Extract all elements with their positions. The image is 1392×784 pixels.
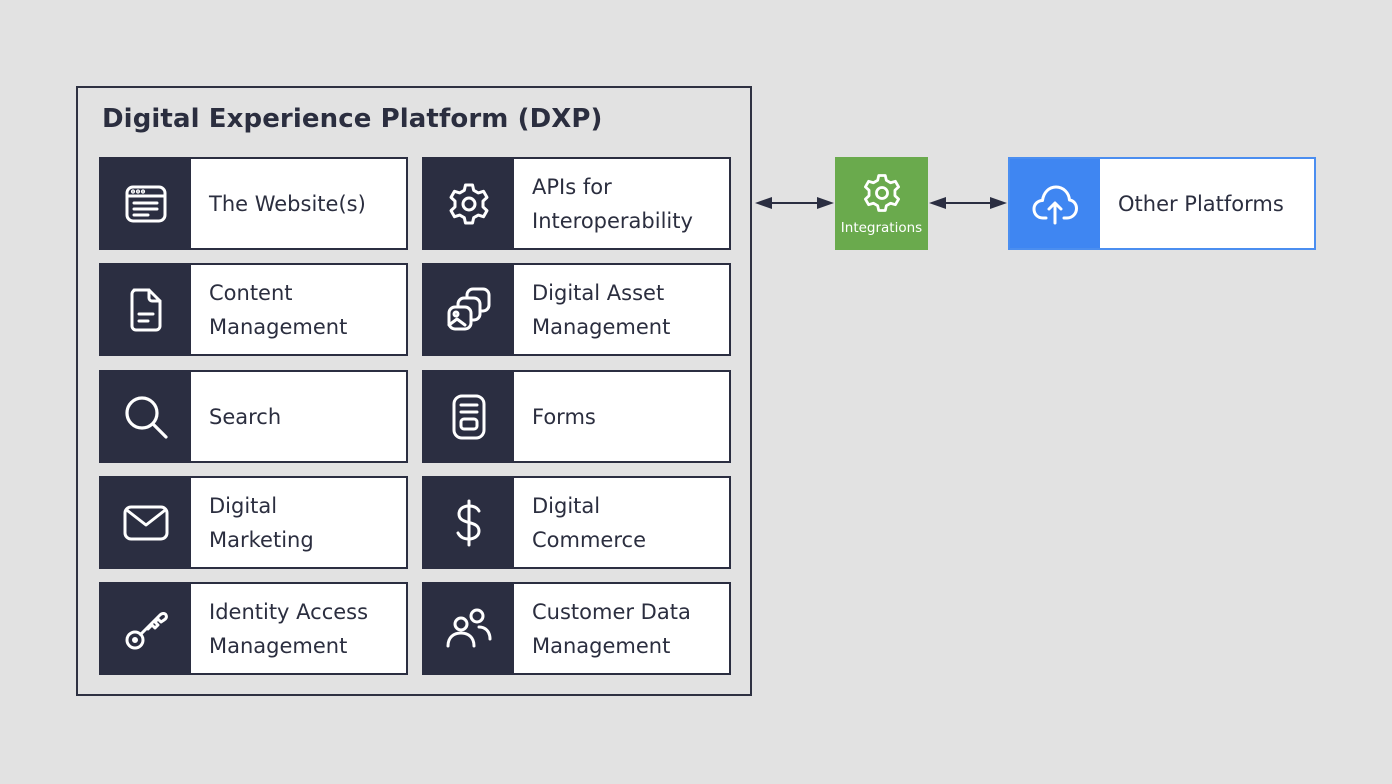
document-icon bbox=[101, 265, 191, 354]
envelope-icon bbox=[101, 478, 191, 567]
integrations-node: Integrations bbox=[835, 157, 928, 250]
module-card-search: Search bbox=[99, 370, 408, 463]
users-icon bbox=[424, 584, 514, 673]
image-stack-icon bbox=[424, 265, 514, 354]
module-card-forms: Forms bbox=[422, 370, 731, 463]
gear-icon bbox=[424, 159, 514, 248]
module-card-website: The Website(s) bbox=[99, 157, 408, 250]
module-label: Search bbox=[209, 404, 282, 429]
other-platforms-node: Other Platforms bbox=[1008, 157, 1316, 250]
other-platforms-label: Other Platforms bbox=[1118, 191, 1284, 216]
dxp-container: Digital Experience Platform (DXP) bbox=[76, 86, 752, 696]
module-label: Forms bbox=[532, 404, 596, 429]
cloud-upload-icon bbox=[1010, 159, 1100, 248]
form-icon bbox=[424, 372, 514, 461]
dxp-title: Digital Experience Platform (DXP) bbox=[102, 104, 603, 134]
gear-icon bbox=[863, 174, 900, 212]
integrations-label: Integrations bbox=[840, 220, 923, 236]
browser-window-icon bbox=[101, 159, 191, 248]
dollar-icon bbox=[424, 478, 514, 567]
key-icon bbox=[101, 584, 191, 673]
search-icon bbox=[101, 372, 191, 461]
module-label: The Website(s) bbox=[209, 191, 366, 216]
